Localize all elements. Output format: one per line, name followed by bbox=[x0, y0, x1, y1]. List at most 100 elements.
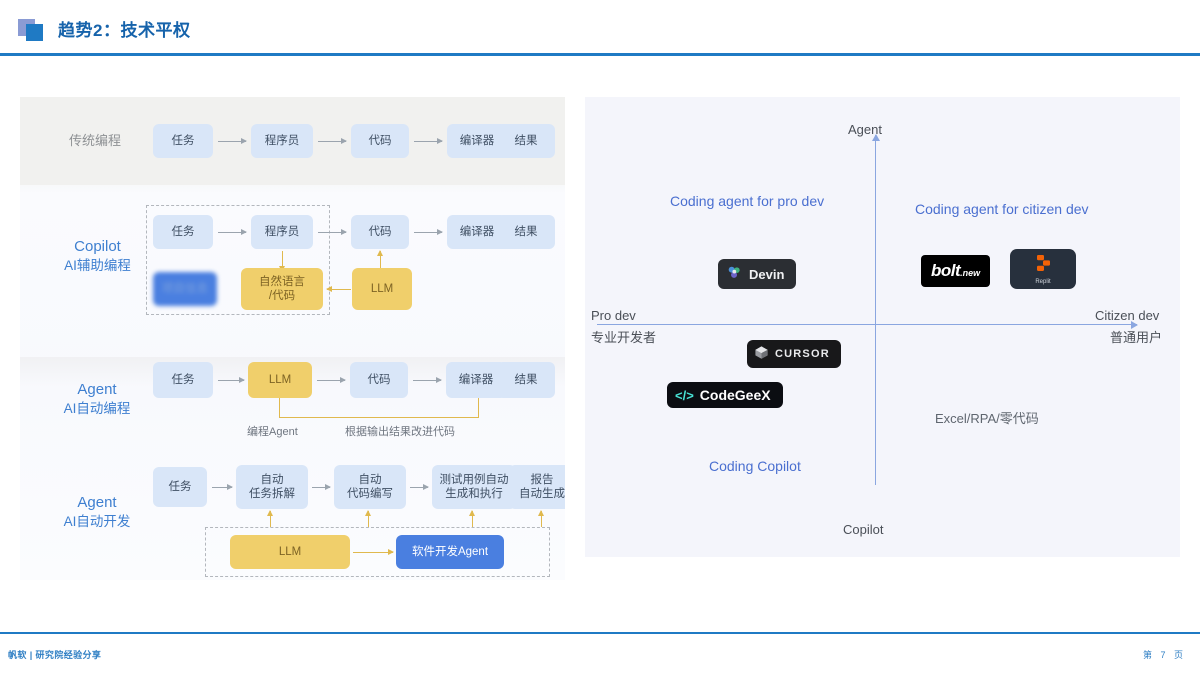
arrow-up-r4-3 bbox=[469, 510, 475, 527]
node-task-r1: 任务 bbox=[153, 124, 213, 158]
caption-improve-code: 根据输出结果改进代码 bbox=[345, 426, 455, 438]
node-llm-r4: LLM bbox=[230, 535, 350, 569]
node-auto-test: 测试用例自动 生成和执行 bbox=[432, 465, 516, 509]
bolt-label: bolt bbox=[931, 261, 961, 280]
node-nl-line1: 自然语言 bbox=[259, 275, 305, 288]
node-auto-report: 报告 自动生成 bbox=[509, 465, 565, 509]
node-software-dev-agent: 软件开发Agent bbox=[396, 535, 504, 569]
node-llm-r3: LLM bbox=[248, 362, 312, 398]
axis-vertical bbox=[871, 134, 880, 485]
node-result-r3: 结果 bbox=[497, 362, 555, 398]
footer-brand: 帆软 | 研究院经验分享 bbox=[8, 650, 102, 660]
node-r4-3-line2: 代码编写 bbox=[347, 488, 393, 500]
footer-divider bbox=[0, 632, 1200, 634]
node-r4-4-line1: 测试用例自动 bbox=[439, 473, 509, 486]
node-compiler-r3: 编译器 bbox=[446, 362, 506, 398]
arrow-r1-3 bbox=[414, 138, 443, 144]
node-nl-line2: /代码 bbox=[268, 290, 296, 302]
arrow-up-r4-1 bbox=[267, 510, 273, 527]
arrow-llm-to-devagent bbox=[353, 549, 394, 555]
copilot-group-box bbox=[146, 205, 330, 315]
node-task-r2: 任务 bbox=[153, 215, 213, 249]
arrow-r4-2 bbox=[312, 484, 331, 490]
devin-mark-icon bbox=[727, 265, 742, 283]
row-label-agent-coding: Agent AI自动编程 bbox=[42, 380, 152, 418]
arrow-r2-1 bbox=[218, 229, 247, 235]
axis-label-pro-dev: Pro dev bbox=[591, 308, 636, 323]
node-r4-4-line2: 生成和执行 bbox=[445, 488, 503, 500]
arrow-r4-1 bbox=[212, 484, 233, 490]
node-code-r1: 代码 bbox=[351, 124, 409, 158]
cursor-label: CURSOR bbox=[775, 348, 830, 360]
axis-label-pro-dev-cn: 专业开发者 bbox=[591, 330, 657, 345]
logo-replit[interactable]: Replit bbox=[1010, 249, 1076, 289]
row-label-copilot-sub: AI辅助编程 bbox=[64, 258, 131, 274]
page-title: 趋势2：技术平权 bbox=[58, 21, 191, 40]
title-decor-icon bbox=[18, 19, 48, 41]
arrow-r4-3 bbox=[410, 484, 429, 490]
arrow-r3-3 bbox=[413, 377, 442, 383]
logo-cursor[interactable]: CURSOR bbox=[747, 340, 841, 368]
replit-label: Replit bbox=[1035, 279, 1051, 285]
arrow-r2-3 bbox=[414, 229, 443, 235]
arrow-llm-to-nl bbox=[326, 286, 351, 292]
node-auto-code-write: 自动 代码编写 bbox=[334, 465, 406, 509]
agent-group-box bbox=[205, 527, 550, 577]
node-llm-r2: LLM bbox=[352, 268, 412, 310]
bolt-suffix: .new bbox=[960, 268, 981, 278]
row-label-agent-coding-main: Agent bbox=[77, 381, 117, 398]
quadrant-label-top-left: Coding agent for pro dev bbox=[670, 193, 825, 209]
row-label-agent-dev-main: Agent bbox=[77, 494, 117, 511]
logo-devin[interactable]: Devin bbox=[718, 259, 797, 289]
axis-horizontal bbox=[597, 320, 1138, 329]
feedback-loop bbox=[279, 398, 479, 418]
node-r4-2-line2: 任务拆解 bbox=[249, 488, 295, 500]
quadrant-label-top-right: Coding agent for citizen dev bbox=[915, 201, 1089, 217]
row-label-agent-dev-sub: AI自动开发 bbox=[63, 514, 131, 530]
arrow-up-r4-2 bbox=[365, 510, 371, 527]
node-programmer-r2: 程序员 bbox=[251, 215, 313, 249]
node-natural-language: 自然语言 /代码 bbox=[241, 268, 323, 310]
arrow-llm-to-code bbox=[377, 250, 383, 271]
node-result-r2: 结果 bbox=[497, 215, 555, 249]
logo-bolt-new[interactable]: bolt .new bbox=[921, 255, 991, 287]
node-auto-task-split: 自动 任务拆解 bbox=[236, 465, 308, 509]
arrow-r2-2 bbox=[318, 229, 347, 235]
arrow-r3-1 bbox=[218, 377, 245, 383]
axis-label-citizen-dev-cn: 普通用户 bbox=[1110, 330, 1163, 345]
arrow-r3-2 bbox=[317, 377, 346, 383]
axis-label-copilot: Copilot bbox=[843, 522, 884, 537]
row-label-copilot-main: Copilot bbox=[74, 238, 121, 255]
node-programmer-r1: 程序员 bbox=[251, 124, 313, 158]
row-label-agent-dev: Agent AI自动开发 bbox=[42, 493, 152, 531]
footer-page-number: 第 7 页 bbox=[1142, 650, 1186, 660]
slide-header: 趋势2：技术平权 bbox=[0, 0, 1200, 56]
node-r4-2-line1: 自动 bbox=[260, 473, 284, 486]
devin-label: Devin bbox=[749, 266, 785, 282]
square-front-icon bbox=[26, 24, 43, 41]
header-divider bbox=[0, 53, 1200, 56]
node-project-info: 项目信息 bbox=[153, 272, 217, 306]
coding-evolution-diagram: 传统编程 任务 程序员 代码 编译器 结果 Copilot AI辅助编程 任务 … bbox=[20, 97, 565, 580]
logo-codegeex[interactable]: </> CodeGeeX bbox=[667, 382, 783, 408]
row-label-agent-coding-sub: AI自动编程 bbox=[63, 401, 131, 417]
node-code-r3: 代码 bbox=[350, 362, 408, 398]
row-label-traditional: 传统编程 bbox=[68, 133, 121, 148]
codegeex-label: CodeGeeX bbox=[699, 387, 771, 403]
node-task-r3: 任务 bbox=[153, 362, 213, 398]
quadrant-label-bottom-right: Excel/RPA/零代码 bbox=[935, 411, 1039, 426]
axis-label-agent: Agent bbox=[848, 122, 882, 137]
quadrant-chart: Agent Copilot Pro dev 专业开发者 Citizen dev … bbox=[585, 97, 1180, 557]
node-r4-3-line1: 自动 bbox=[358, 473, 382, 486]
arrow-r1-2 bbox=[318, 138, 347, 144]
axis-label-citizen-dev: Citizen dev bbox=[1095, 308, 1160, 323]
node-result-r1: 结果 bbox=[497, 124, 555, 158]
node-r4-5-line2: 自动生成 bbox=[519, 488, 565, 500]
caption-coding-agent: 编程Agent bbox=[247, 426, 298, 438]
quadrant-label-bottom-left: Coding Copilot bbox=[709, 458, 801, 474]
node-r4-5-line1: 报告 bbox=[530, 473, 554, 486]
node-code-r2: 代码 bbox=[351, 215, 409, 249]
node-task-r4: 任务 bbox=[153, 467, 207, 507]
arrow-up-r4-4 bbox=[538, 510, 544, 527]
replit-mark-icon bbox=[1033, 253, 1053, 278]
